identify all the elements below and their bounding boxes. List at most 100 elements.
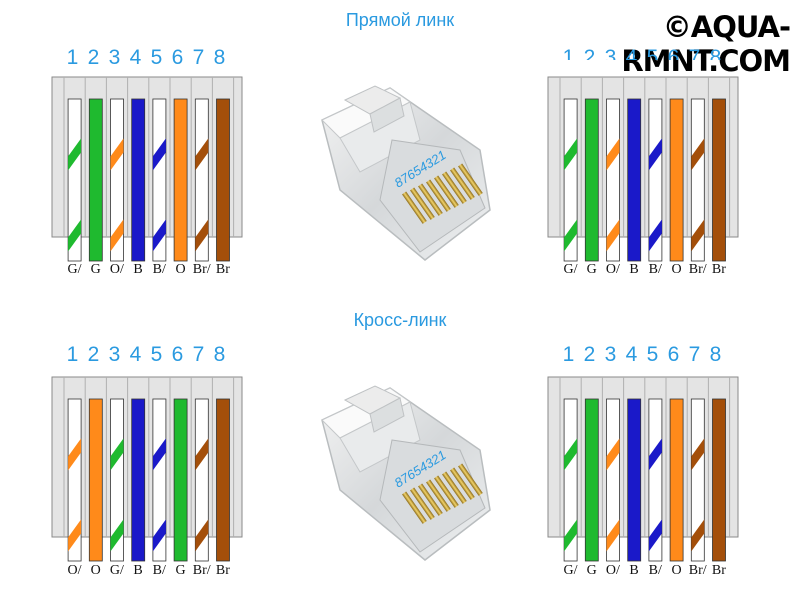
wire-label: B/ xyxy=(152,563,166,578)
wire-stripe xyxy=(110,519,124,552)
wire-stripe xyxy=(648,519,662,552)
wire-stripe xyxy=(68,519,82,552)
wire-white-green xyxy=(563,98,578,262)
wire-label: B xyxy=(133,262,143,277)
wire-label: G xyxy=(175,563,186,578)
wire-label: G xyxy=(586,563,597,578)
wire-white-brown xyxy=(194,398,209,562)
wire-orange xyxy=(88,398,103,562)
wire-stripe xyxy=(648,138,662,171)
wire-label: Br xyxy=(215,563,230,578)
wire-blue xyxy=(131,98,146,262)
wire-white-green xyxy=(67,98,82,262)
wire-green xyxy=(584,98,599,262)
wire-label: B/ xyxy=(648,563,662,578)
pin-number: 4 xyxy=(625,343,638,366)
wire-label: B/ xyxy=(152,262,166,277)
straight-link-title: Прямой линк xyxy=(345,10,455,30)
wire-stripe xyxy=(606,519,620,552)
wire-stripe xyxy=(152,138,166,171)
wire-label: O/ xyxy=(67,563,82,578)
wire-label: Br/ xyxy=(192,563,211,578)
wire-white-green xyxy=(110,398,124,562)
rj45-plug-straight: 87654321 xyxy=(321,85,491,261)
wire-stripe xyxy=(691,219,705,252)
wire-brown xyxy=(216,398,230,562)
cross-link-title: Кросс-линк xyxy=(353,310,447,330)
wire-label: O xyxy=(671,563,682,578)
pin-number: 6 xyxy=(667,46,680,60)
wire-stripe xyxy=(68,438,82,471)
wire-label: Br xyxy=(215,262,230,277)
pin-number: 5 xyxy=(646,343,659,366)
wire-blue xyxy=(627,98,642,262)
wire-label: B xyxy=(629,563,639,578)
wire-label: G/ xyxy=(563,563,578,578)
wire-stripe xyxy=(152,219,166,252)
wire-label: B xyxy=(629,262,639,277)
wire-stripe xyxy=(564,219,578,252)
pin-number: 4 xyxy=(129,46,142,69)
wire-label: O xyxy=(671,262,682,277)
wire-stripe xyxy=(564,519,578,552)
wire-stripe xyxy=(195,438,209,471)
wire-label: G/ xyxy=(109,563,124,578)
wire-label: Br xyxy=(711,262,726,277)
wire-stripe xyxy=(110,438,124,471)
wire-label: B/ xyxy=(648,262,662,277)
wire-stripe xyxy=(606,438,620,471)
pin-number: 7 xyxy=(192,46,205,69)
watermark: ©AQUA-RMNT.COM xyxy=(621,10,791,78)
pin-number: 8 xyxy=(213,46,226,69)
rj45-plug-cross: 87654321 xyxy=(321,385,491,561)
wire-label: O/ xyxy=(109,262,124,277)
wire-green xyxy=(173,398,188,562)
pin-number: 5 xyxy=(646,46,659,60)
wire-brown xyxy=(216,98,230,262)
connector-housing xyxy=(51,376,243,538)
wire-stripe xyxy=(648,438,662,471)
wire-white-blue xyxy=(648,98,663,262)
wire-label: Br xyxy=(711,563,726,578)
pin-number: 2 xyxy=(583,46,596,60)
wire-blue xyxy=(131,398,146,562)
connector-cross-right xyxy=(547,376,739,562)
pin-number: 6 xyxy=(171,46,184,69)
wire-stripe xyxy=(110,219,124,252)
pin-number: 8 xyxy=(213,343,226,366)
wire-white-orange xyxy=(110,98,124,262)
wire-label: O xyxy=(90,563,101,578)
wire-stripe xyxy=(606,138,620,171)
wire-stripe xyxy=(68,219,82,252)
wire-label: G/ xyxy=(563,262,578,277)
pin-number: 4 xyxy=(625,46,638,60)
wire-stripe xyxy=(564,438,578,471)
wire-label: O/ xyxy=(605,563,620,578)
wire-white-green xyxy=(563,398,578,562)
wire-white-blue xyxy=(152,398,167,562)
pin-number: 6 xyxy=(171,343,184,366)
wire-label: O/ xyxy=(605,262,620,277)
pin-number: 3 xyxy=(604,46,617,60)
pin-number: 2 xyxy=(583,343,596,366)
pin-number: 7 xyxy=(192,343,205,366)
wire-label: Br/ xyxy=(688,563,707,578)
wire-stripe xyxy=(68,138,82,171)
connector-cross-left xyxy=(51,376,243,562)
wire-brown xyxy=(712,398,726,562)
connector-housing xyxy=(547,76,739,238)
wire-stripe xyxy=(691,138,705,171)
wire-label: G/ xyxy=(67,262,82,277)
pin-number: 5 xyxy=(150,46,163,69)
pin-number: 7 xyxy=(688,343,701,366)
wire-stripe xyxy=(152,519,166,552)
wire-stripe xyxy=(195,138,209,171)
wire-stripe xyxy=(152,438,166,471)
pin-number: 8 xyxy=(709,46,722,60)
wire-stripe xyxy=(564,138,578,171)
wire-white-orange xyxy=(606,98,620,262)
